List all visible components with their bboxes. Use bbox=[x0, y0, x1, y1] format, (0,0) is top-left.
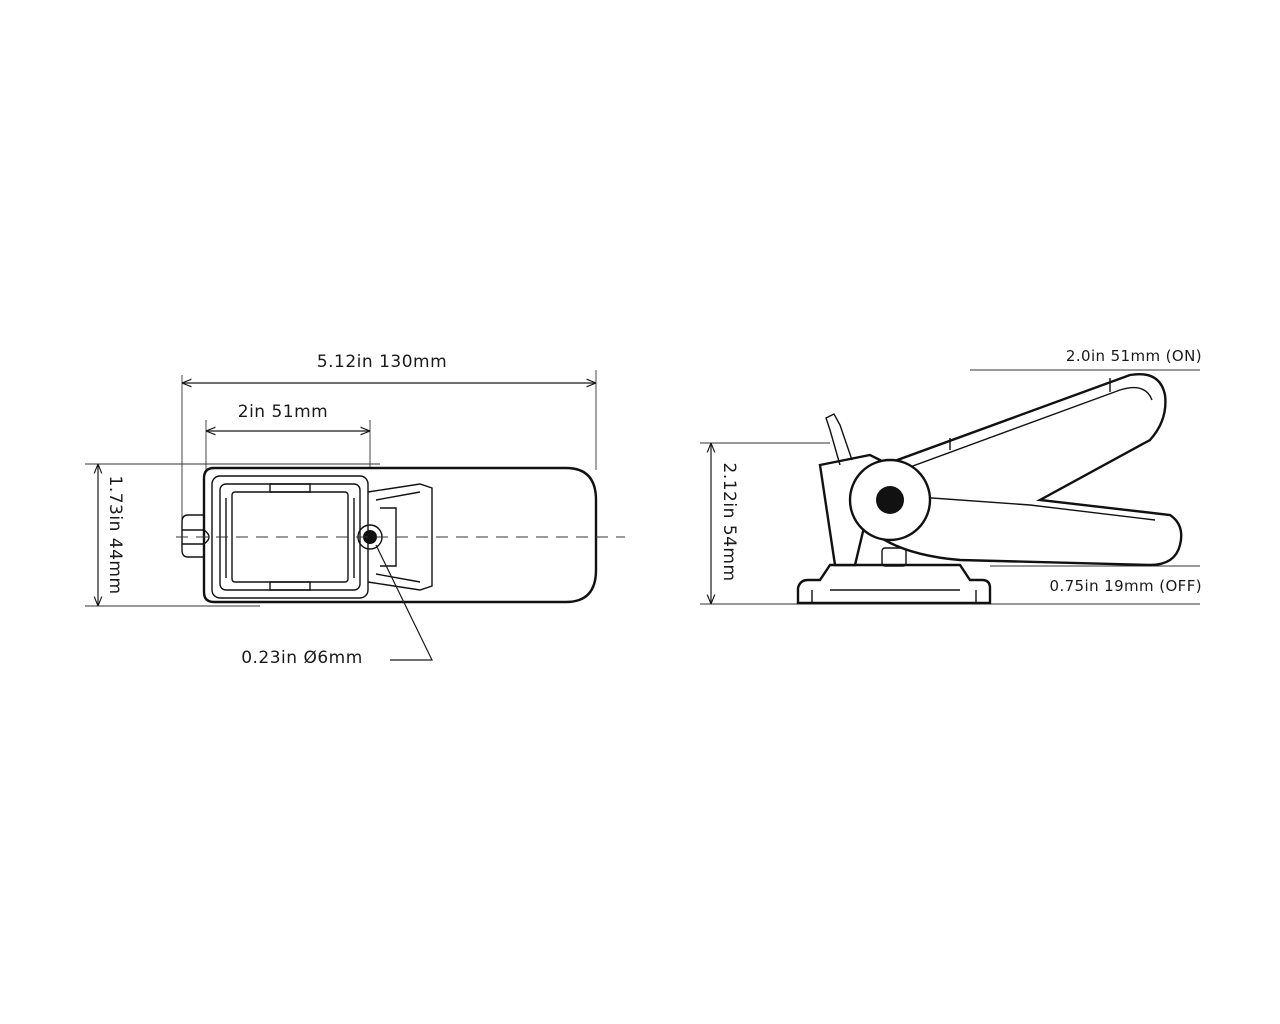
height-label: 1.73in 44mm bbox=[105, 475, 125, 594]
off-height-label: 0.75in 19mm (OFF) bbox=[1050, 577, 1203, 595]
hole-diameter-label: 0.23in Ø6mm bbox=[241, 648, 363, 668]
top-view: 5.12in 130mm 2in 51mm 1.73in 44mm 0.23in… bbox=[85, 352, 625, 668]
mounting-tab bbox=[181, 514, 204, 558]
housing-rails bbox=[225, 498, 355, 578]
housing-clip-top bbox=[269, 483, 311, 493]
float-body bbox=[868, 373, 1183, 567]
float-mid-edge bbox=[889, 494, 1156, 521]
base-plate-detail bbox=[811, 589, 977, 603]
on-height-label: 2.0in 51mm (ON) bbox=[1066, 347, 1202, 365]
base-post bbox=[881, 547, 907, 567]
float-top-edge bbox=[879, 386, 1153, 479]
overall-length-label: 5.12in 130mm bbox=[317, 352, 447, 372]
mounting-slot bbox=[182, 529, 210, 545]
hole-leader-line bbox=[375, 544, 433, 661]
cable-nozzle bbox=[825, 413, 853, 466]
mounting-hole-icon bbox=[363, 530, 377, 544]
inner-width-label: 2in 51mm bbox=[238, 402, 328, 422]
housing-clip-bottom bbox=[269, 581, 311, 591]
total-height-label: 2.12in 54mm bbox=[719, 462, 739, 581]
hinge-block bbox=[367, 483, 433, 591]
switch-body-top-outline bbox=[202, 466, 598, 604]
side-view: 2.0in 51mm (ON) 2.12in 54mm 0.75in 19mm … bbox=[700, 347, 1203, 605]
base-plate bbox=[796, 563, 992, 605]
float-ridge bbox=[949, 378, 1111, 450]
pivot-pin-icon bbox=[876, 486, 904, 514]
